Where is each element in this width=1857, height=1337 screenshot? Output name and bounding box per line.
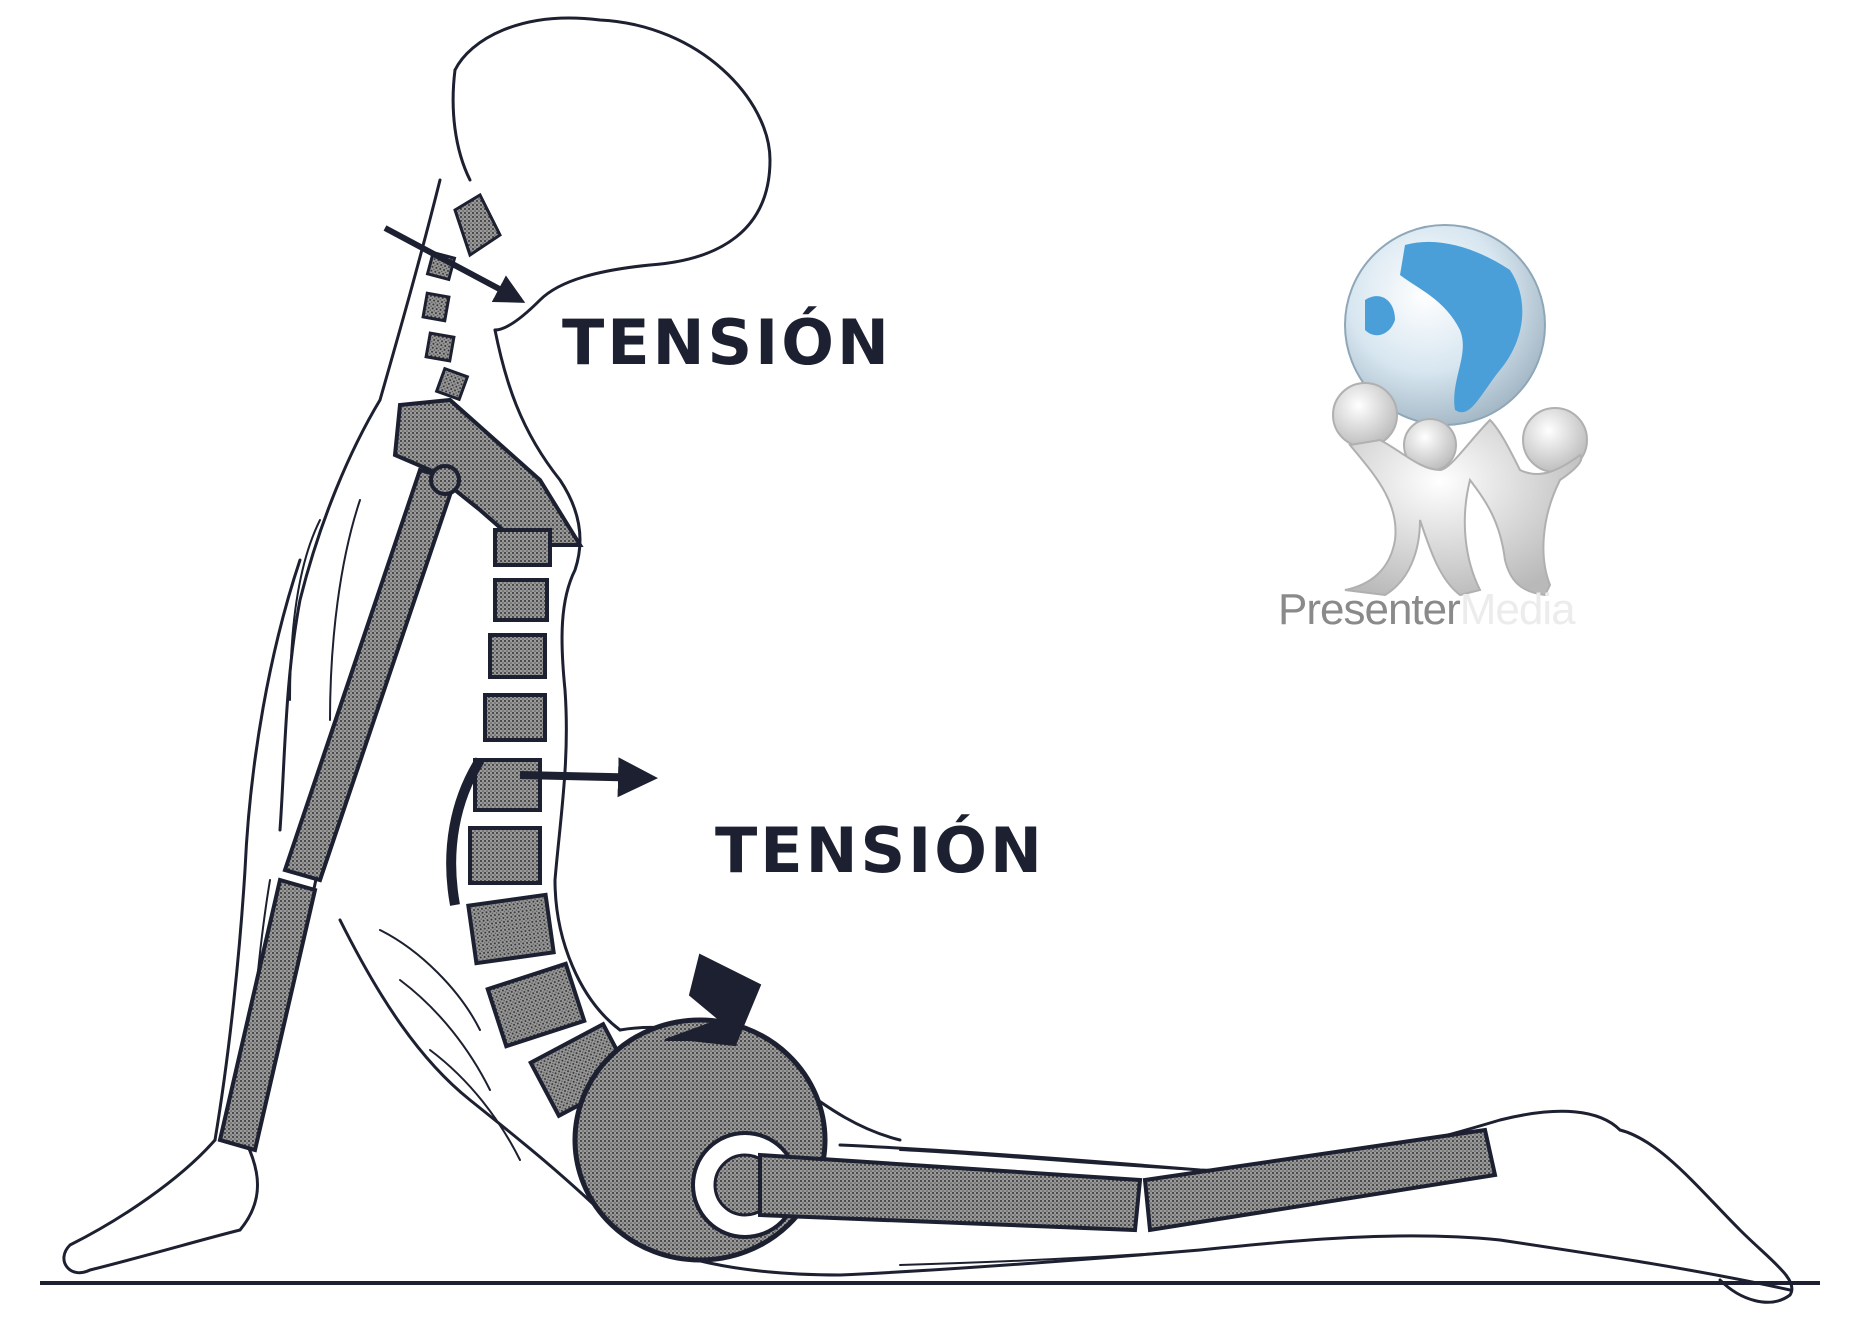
spine-vertebrae [468, 530, 631, 1116]
spine-tension-arrow [520, 775, 650, 778]
cervical-vertebrae [423, 253, 467, 400]
brand-part1: Presenter [1278, 585, 1460, 634]
tension-label-upper: TENSIÓN [562, 312, 892, 374]
brand-part2: Media [1460, 585, 1575, 634]
tension-label-lower: TENSIÓN [715, 820, 1045, 882]
body-outline [64, 18, 1792, 1302]
presentermedia-logo [1333, 225, 1587, 595]
globe-held-by-figures-icon [1333, 225, 1587, 595]
arm-bones [220, 466, 459, 1150]
pelvis [575, 1020, 825, 1260]
skull-base-bone [455, 195, 500, 255]
presentermedia-wordmark: PresenterMedia [1278, 588, 1575, 632]
neck-tension-arrow [385, 228, 520, 300]
